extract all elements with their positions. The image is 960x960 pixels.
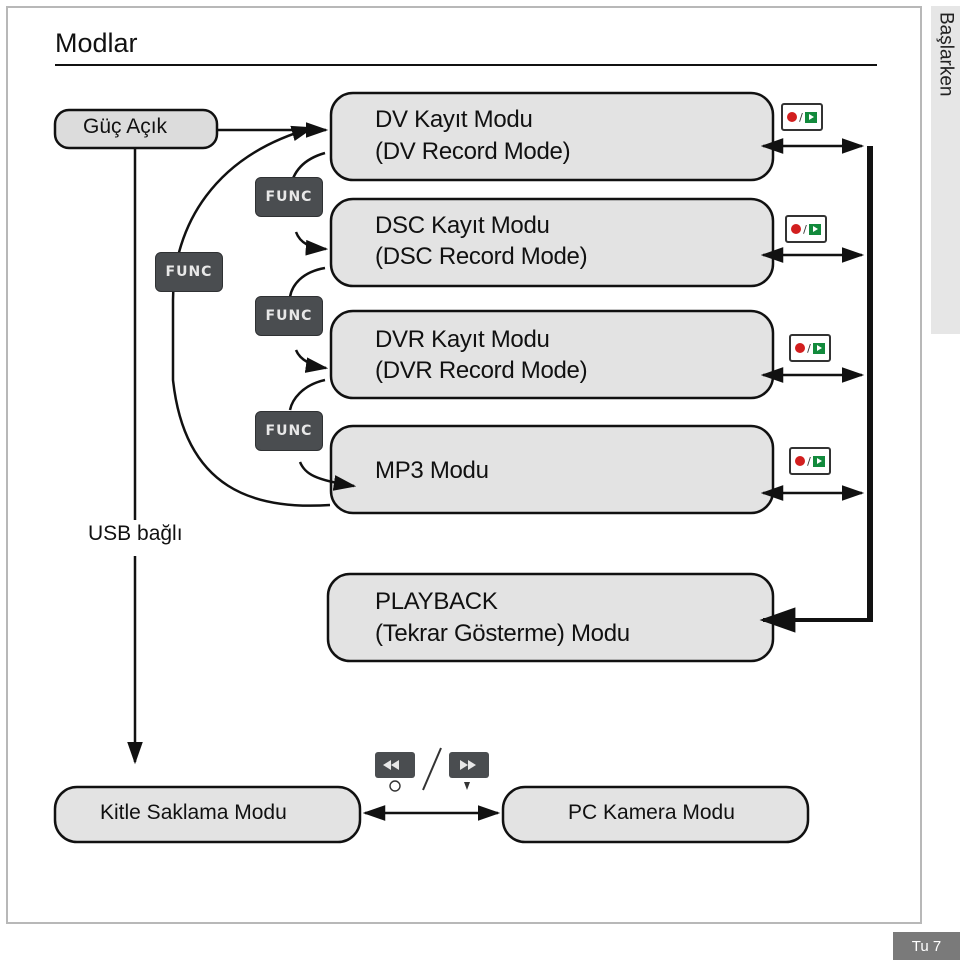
record-play-toggle-icon: / xyxy=(785,215,827,243)
dv-mode-title: DV Kayıt Modu xyxy=(375,106,533,133)
title-divider xyxy=(55,64,877,66)
arrow-dvr-to-mp3 xyxy=(288,378,326,411)
playback-mode-title: PLAYBACK xyxy=(375,588,498,615)
record-play-toggle-icon: / xyxy=(789,334,831,362)
dsc-mode-title: DSC Kayıt Modu xyxy=(375,212,550,239)
pc-camera-label: PC Kamera Modu xyxy=(568,801,735,824)
arrow-mp3-to-dv-loop xyxy=(171,125,331,507)
page-frame xyxy=(6,6,922,924)
nav-divider-slash xyxy=(422,747,442,791)
mass-storage-box xyxy=(53,785,362,844)
power-on-label: Güç Açık xyxy=(83,115,168,138)
arrow-dsc-to-dvr xyxy=(288,266,326,298)
record-play-toggle-icon: / xyxy=(781,103,823,131)
dvr-mode-subtitle: (DVR Record Mode) xyxy=(375,357,588,384)
arrow-dv-to-dsc-head xyxy=(294,231,329,256)
side-tab-label: Başlarken xyxy=(935,12,957,97)
page-title: Modlar xyxy=(55,28,138,58)
playback-mode-subtitle: (Tekrar Gösterme) Modu xyxy=(375,620,630,647)
func-button-dv-dsc: FUNC xyxy=(255,177,323,217)
mp3-mode-title: MP3 Modu xyxy=(375,457,489,484)
page-number: Tu 7 xyxy=(893,932,960,960)
forward-flash-icon xyxy=(449,752,489,790)
rewind-timer-icon xyxy=(375,752,415,792)
usb-connected-label: USB bağlı xyxy=(88,522,183,545)
side-tab xyxy=(931,6,960,334)
func-button-dsc-dvr: FUNC xyxy=(255,296,323,336)
pc-camera-box xyxy=(501,785,810,844)
arrow-dsc-to-dvr-head xyxy=(294,349,329,373)
func-button-dvr-mp3: FUNC xyxy=(255,411,323,451)
arrow-dvr-to-mp3-head xyxy=(298,461,357,491)
dsc-mode-subtitle: (DSC Record Mode) xyxy=(375,243,588,270)
dsc-mode-box xyxy=(329,197,775,288)
mass-storage-label: Kitle Saklama Modu xyxy=(100,801,287,824)
dv-mode-box xyxy=(329,91,775,182)
record-play-toggle-icon: / xyxy=(789,447,831,475)
func-button-loop: FUNC xyxy=(155,252,223,292)
dv-mode-subtitle: (DV Record Mode) xyxy=(375,138,571,165)
dvr-mode-title: DVR Kayıt Modu xyxy=(375,326,550,353)
dvr-mode-box xyxy=(329,309,775,400)
mp3-mode-box xyxy=(329,424,775,515)
